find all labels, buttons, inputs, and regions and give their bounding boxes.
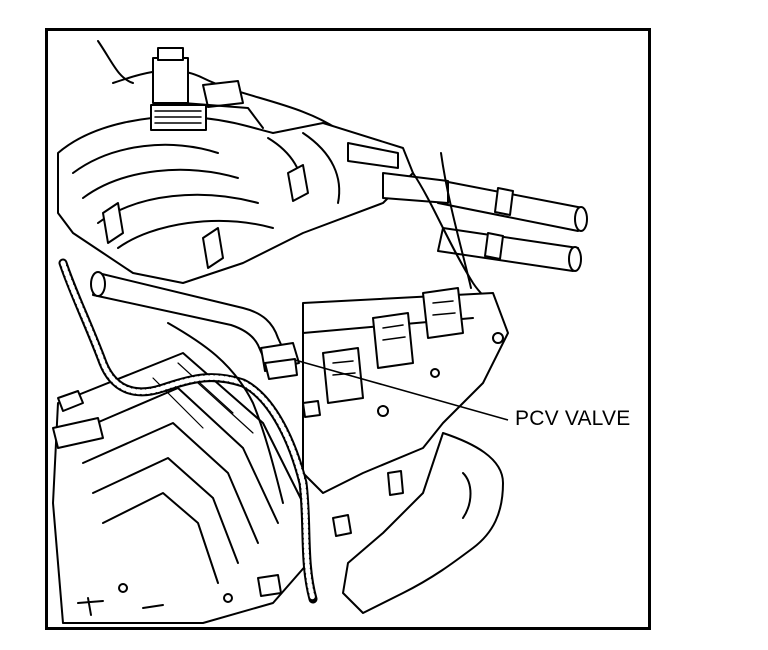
upper-wire-harness (97, 40, 404, 184)
misc-hardware (77, 574, 282, 616)
pcv-valve-label: PCV VALVE (515, 407, 631, 430)
engine-line-drawing (52, 40, 588, 624)
wiring-loom (52, 258, 318, 604)
pcv-hose (90, 271, 300, 380)
intake-manifold (57, 102, 414, 284)
air-cleaner-box (52, 352, 309, 624)
exhaust-manifold (332, 432, 504, 614)
figure-frame (45, 28, 651, 630)
right-side-tubes (382, 152, 588, 309)
